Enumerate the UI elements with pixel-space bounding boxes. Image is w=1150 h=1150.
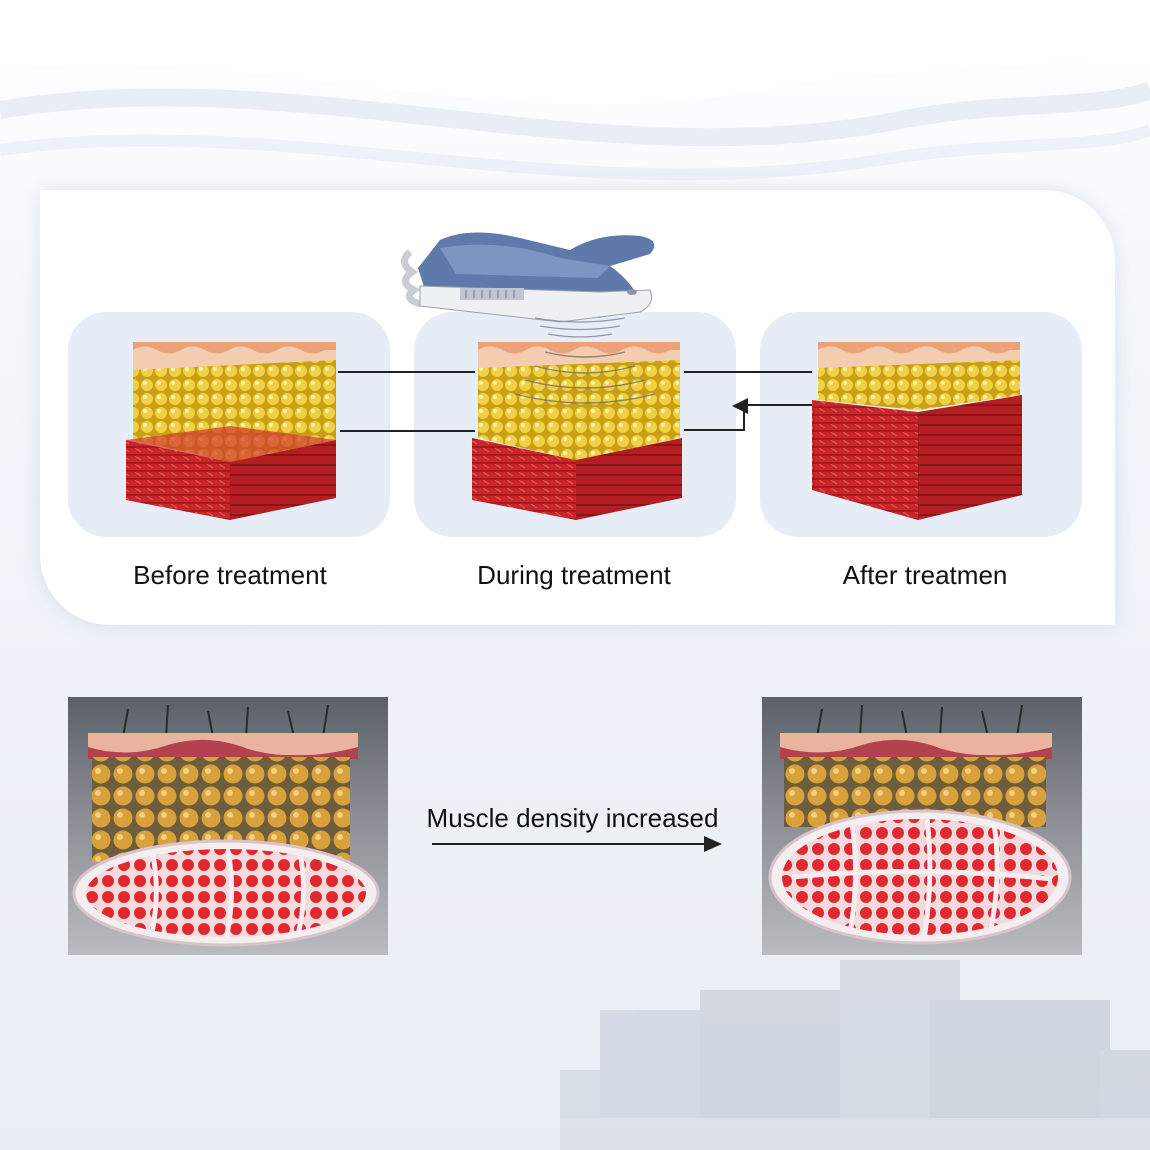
arrow-label: Muscle density increased [426, 803, 719, 833]
caption-before: Before treatment [133, 560, 327, 590]
cross-section-before [68, 697, 388, 955]
tissue-block-during [472, 342, 682, 520]
building-silhouette [560, 960, 1150, 1150]
arrow-right-icon [432, 836, 722, 852]
caption-during: During treatment [477, 560, 671, 590]
tissue-block-after [812, 342, 1022, 520]
caption-after: After treatmen [842, 560, 1008, 590]
tissue-block-before [126, 342, 336, 520]
connector-lines [338, 371, 812, 432]
pulse-waves [514, 351, 656, 404]
cross-section-after [762, 697, 1082, 955]
treatment-device-icon [401, 232, 655, 338]
